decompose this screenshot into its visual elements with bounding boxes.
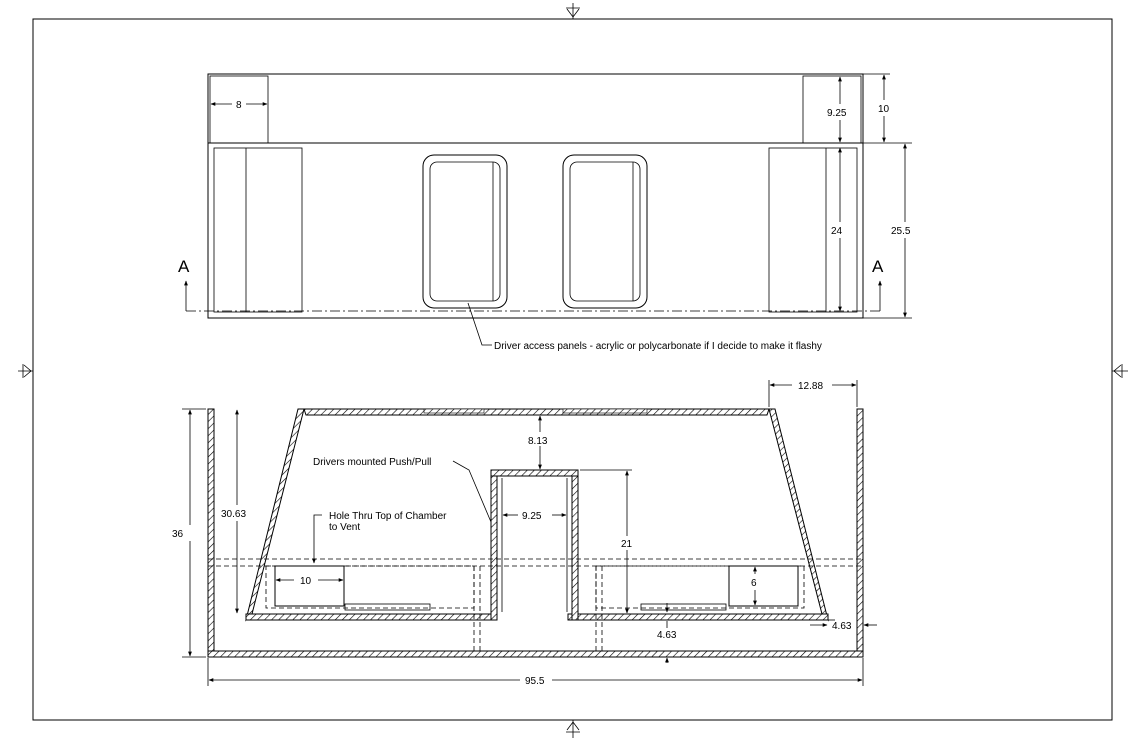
border-center-marks [18, 3, 1128, 738]
note-hole-line1: Hole Thru Top of Chamber [329, 511, 447, 522]
note-access-panels: Driver access panels - acrylic or polyca… [494, 341, 822, 352]
section-view-dimensions [182, 380, 877, 686]
dim-chamber-width: 9.25 [522, 511, 542, 522]
dim-port-width: 8 [236, 100, 242, 111]
note-hole-line2: to Vent [329, 522, 360, 533]
note-drivers: Drivers mounted Push/Pull [313, 457, 431, 468]
section-marker-right: A [872, 257, 884, 276]
section-view [207, 408, 864, 658]
dim-baffle-gap: 8.13 [528, 436, 548, 447]
front-view-dimensions [210, 73, 912, 346]
front-view [184, 73, 882, 319]
section-marker-left: A [178, 257, 190, 276]
drawing-border [32, 18, 1113, 721]
dim-overall-width: 95.5 [525, 676, 545, 687]
dim-side-offset: 4.63 [832, 621, 852, 632]
dim-top-inner: 9.25 [827, 108, 847, 119]
dim-chamber-height: 21 [621, 539, 633, 550]
dim-lower-outer: 25.5 [891, 226, 911, 237]
dim-hole-height: 6 [751, 578, 757, 589]
dim-lower-inner: 24 [831, 226, 843, 237]
dim-top-outer: 10 [878, 104, 890, 115]
dim-hole-width: 10 [300, 576, 312, 587]
dim-inner-height: 30.63 [221, 509, 246, 520]
dim-overall-height: 36 [172, 529, 184, 540]
dim-top-right: 12.88 [798, 381, 823, 392]
dim-floor-gap: 4.63 [657, 630, 677, 641]
